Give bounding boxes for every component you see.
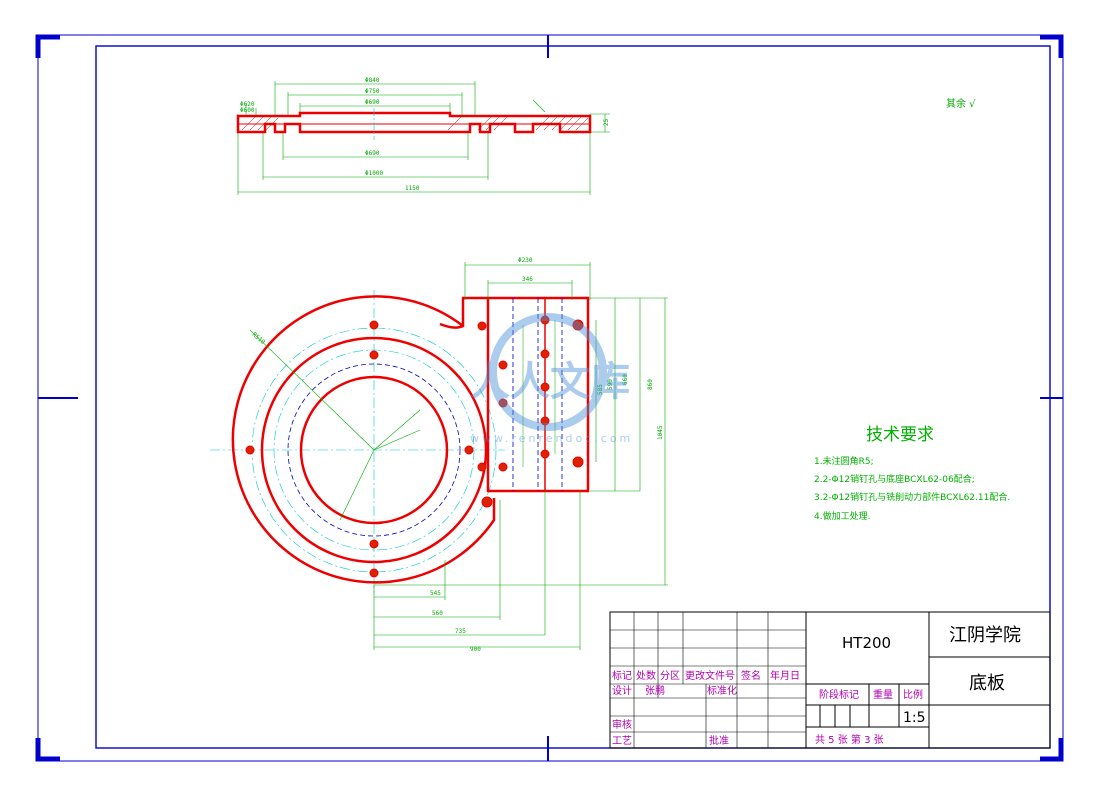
dim-346: 346 (522, 276, 533, 283)
dim-1150: 1150 (405, 185, 420, 192)
dim-d1000: Φ1000 (365, 170, 383, 177)
rev-header-count: 处数 (636, 669, 656, 682)
dim-900: 900 (470, 646, 481, 653)
review-label: 审核 (612, 718, 632, 731)
tech-req-item-3: 3.2-Φ12销钉孔与铣削动力部件BCXL62.11配合. (814, 491, 1010, 503)
dim-560: 560 (432, 610, 443, 617)
rev-header-sign: 签名 (741, 669, 761, 682)
scale-value: 1:5 (903, 710, 926, 726)
dim-d690-top: Φ690 (365, 99, 380, 106)
designer-name: 张鹏 (645, 684, 665, 697)
tech-req-item-2: 2.2-Φ12销钉孔与底座BCXL62-06配合; (814, 473, 975, 485)
rev-header-doc: 更改文件号 (685, 669, 735, 682)
dim-585: 585 (597, 384, 604, 395)
approve-label: 批准 (709, 734, 729, 747)
weight-header: 重量 (873, 688, 893, 701)
dim-860: 860 (647, 379, 654, 390)
dim-d620: Φ620 (240, 101, 255, 108)
part-name: 底板 (969, 673, 1005, 694)
dim-735: 735 (455, 628, 466, 635)
watermark: 人人文库 www.renrendoc.com (470, 313, 633, 445)
rev-header-zone: 分区 (660, 670, 680, 682)
stage-header: 阶段标记 (819, 688, 859, 701)
dim-d600: Φ600 (240, 107, 255, 114)
plan-view: Φ230 346 660 860 1045 590 585 545 560 73… (210, 257, 668, 653)
scale-header: 比例 (903, 688, 923, 701)
tech-req-item-1: 1.未注圆角R5; (814, 455, 874, 467)
rev-header-date: 年月日 (770, 669, 800, 682)
dim-d750: Φ750 (365, 88, 380, 95)
dim-590: 590 (607, 379, 614, 390)
standardization-label: 标准化 (707, 684, 737, 697)
watermark-text: 人人文库 (470, 359, 630, 405)
tech-req-item-4: 4.做加工处理. (814, 510, 870, 522)
material-label: HT200 (842, 634, 891, 652)
corner-marks (35, 34, 1064, 762)
process-label: 工艺 (612, 735, 632, 747)
school-name: 江阴学院 (949, 625, 1021, 646)
dim-d840: Φ840 (365, 77, 380, 84)
dim-660: 660 (622, 374, 629, 385)
design-label: 设计 (612, 684, 632, 697)
dim-545: 545 (430, 590, 441, 597)
dim-d690-bottom: Φ690 (365, 150, 380, 157)
front-section-view: Φ840 Φ750 Φ690 Φ690 Φ1000 1150 Φ620 Φ600… (236, 77, 610, 195)
tech-req-title: 技术要求 (866, 425, 934, 445)
dim-d230: Φ230 (518, 257, 533, 264)
watermark-url: www.renrendoc.com (470, 432, 633, 445)
title-block: HT200 江阴学院 底板 1:5 标记 处数 分区 更改文件号 签名 年月日 … (609, 611, 1051, 749)
roughness-note: 其余 √ (946, 97, 976, 110)
centering-marks (38, 35, 1063, 761)
rev-header-mark: 标记 (612, 670, 632, 682)
dim-25: 25 (603, 118, 610, 126)
dim-1045: 1045 (657, 425, 664, 440)
tech-requirements: 技术要求 1.未注圆角R5; 2.2-Φ12销钉孔与底座BCXL62-06配合;… (814, 425, 1010, 522)
sheet-count: 共 5 张 第 3 张 (815, 733, 884, 746)
